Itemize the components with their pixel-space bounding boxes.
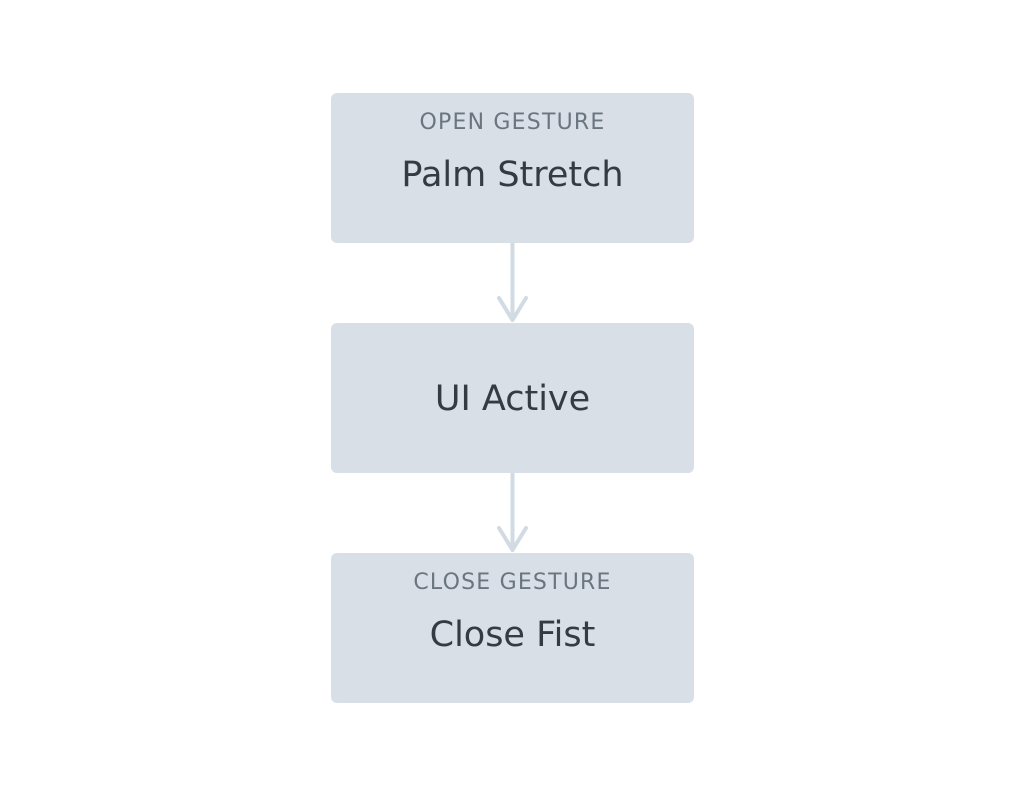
- node-ui-active: UI Active: [331, 323, 694, 473]
- node-title: Palm Stretch: [401, 155, 624, 195]
- node-open-gesture: OPEN GESTURE Palm Stretch: [331, 93, 694, 243]
- node-close-gesture: CLOSE GESTURE Close Fist: [331, 553, 694, 703]
- arrow-open-to-active: [497, 241, 528, 322]
- node-title: Close Fist: [429, 615, 596, 655]
- node-label: OPEN GESTURE: [419, 110, 606, 135]
- node-title: UI Active: [434, 379, 591, 419]
- node-label: CLOSE GESTURE: [413, 570, 612, 595]
- arrow-active-to-close: [497, 471, 528, 552]
